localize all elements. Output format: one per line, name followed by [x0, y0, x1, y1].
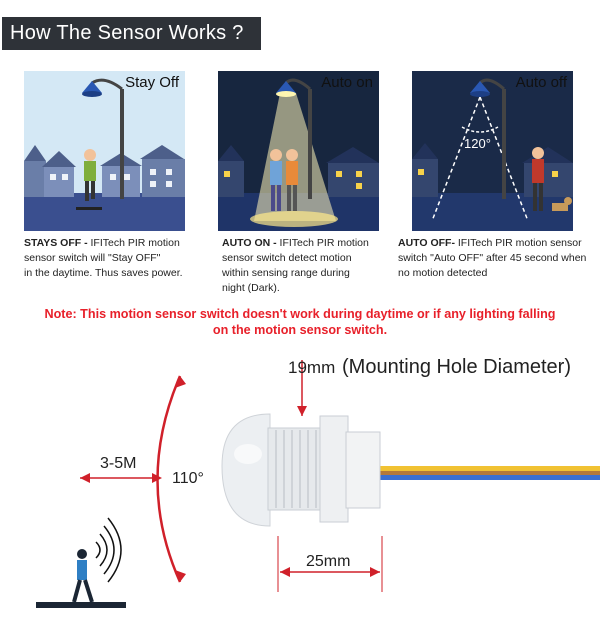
- width-label: 25mm: [306, 553, 351, 570]
- sensor-dimension-diagram: [36, 360, 600, 608]
- auto-on-desc-bold: AUTO ON -: [222, 237, 277, 249]
- stay-off-label: Stay Off: [125, 74, 179, 91]
- panel-auto-off: Auto off 120°: [412, 71, 573, 231]
- range-label: 3-5M: [100, 455, 137, 472]
- note-line2: on the motion sensor switch.: [212, 323, 388, 337]
- stay-off-desc-bold: STAYS OFF -: [24, 237, 88, 249]
- hole-diameter-value: 19mm: [288, 358, 336, 377]
- auto-off-desc-line2: switch "Auto OFF" after 45 second when: [398, 252, 587, 264]
- stay-off-desc-line1: IFITech PIR motion: [87, 237, 180, 249]
- auto-on-illustration: [218, 71, 379, 231]
- header-title: How The Sensor Works ?: [10, 22, 244, 44]
- auto-on-desc-line4: night (Dark).: [222, 282, 280, 294]
- stay-off-description: STAYS OFF - IFITech PIR motion sensor sw…: [24, 236, 214, 281]
- auto-on-desc-line2: sensor switch detect motion: [222, 252, 352, 264]
- auto-on-description: AUTO ON - IFITech PIR motion sensor swit…: [222, 236, 402, 296]
- auto-on-label: Auto on: [321, 74, 373, 91]
- auto-off-desc-bold: AUTO OFF-: [398, 237, 455, 249]
- auto-off-desc-line3: no motion detected: [398, 267, 488, 279]
- note-line1: Note: This motion sensor switch doesn't …: [44, 307, 556, 321]
- auto-off-description: AUTO OFF- IFITech PIR motion sensor swit…: [398, 236, 600, 281]
- stay-off-desc-line2: sensor switch will "Stay OFF": [24, 252, 161, 264]
- hole-diameter-description: (Mounting Hole Diameter): [342, 356, 571, 378]
- auto-on-desc-line1: IFITech PIR motion: [276, 237, 369, 249]
- auto-off-label: Auto off: [515, 74, 567, 91]
- stay-off-desc-line3: in the daytime. Thus saves power.: [24, 267, 183, 279]
- auto-off-desc-line1: IFITech PIR motion sensor: [454, 237, 582, 249]
- detection-angle-label: 120°: [464, 136, 491, 151]
- auto-on-desc-line3: within sensing range during: [222, 267, 350, 279]
- stay-off-illustration: [24, 71, 185, 231]
- panel-stay-off: Stay Off: [24, 71, 185, 231]
- detection-angle-110: 110°: [172, 470, 204, 487]
- note-warning: Note: This motion sensor switch doesn't …: [0, 306, 600, 338]
- auto-off-illustration: [412, 71, 573, 231]
- section-header: How The Sensor Works ?: [2, 17, 261, 50]
- panel-auto-on: Auto on: [218, 71, 379, 231]
